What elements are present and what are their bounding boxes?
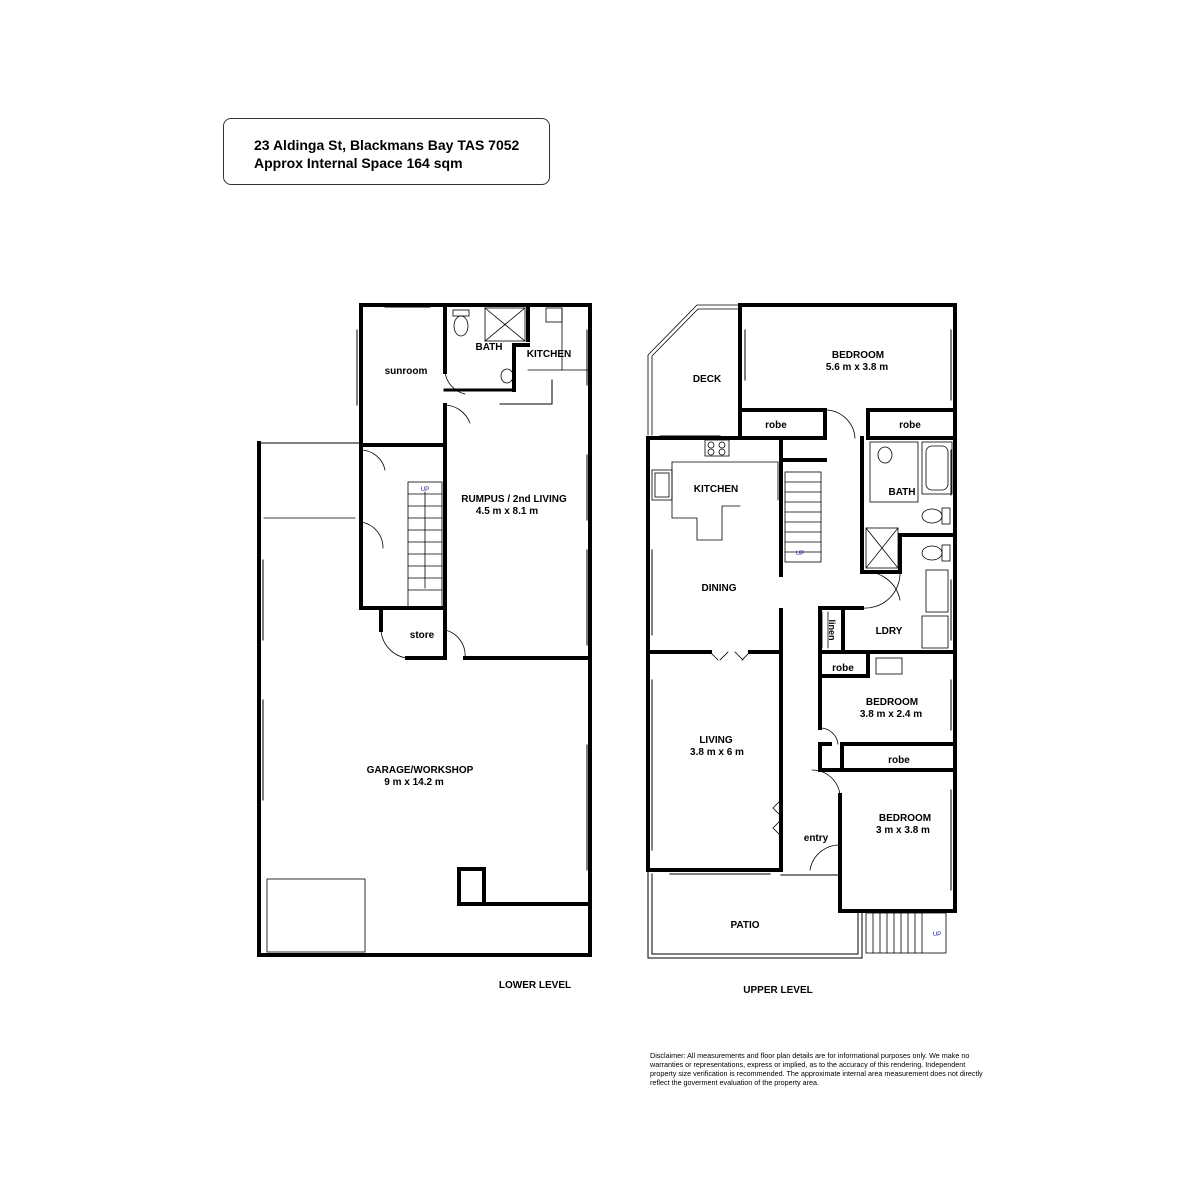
upper-level-walls [646, 303, 957, 959]
label-deck: DECK [693, 374, 722, 385]
address-box: 23 Aldinga St, Blackmans Bay TAS 7052 Ap… [223, 118, 550, 185]
lower-level-windows [262, 306, 588, 871]
label-patio: PATIO [730, 920, 759, 931]
label-laundry: LDRY [876, 626, 903, 637]
label-upper-bath: BATH [888, 487, 915, 498]
disclaimer-text: Disclaimer: All measurements and floor p… [650, 1051, 983, 1087]
label-upper-kitchen: KITCHEN [694, 484, 738, 495]
label-entry: entry [804, 833, 829, 844]
label-lower-level: LOWER LEVEL [499, 980, 571, 991]
label-living-size: 3.8 m x 6 m [690, 747, 744, 758]
label-lower-kitchen: KITCHEN [527, 349, 571, 360]
label-linen: linen [827, 619, 837, 640]
label-bedroom3-size: 3 m x 3.8 m [876, 825, 930, 836]
label-dining: DINING [702, 583, 737, 594]
label-bedroom3-name: BEDROOM [879, 813, 931, 824]
upper-misc [821, 611, 829, 649]
lower-level-walls [257, 303, 592, 957]
label-outside-stairs-up: UP [933, 932, 941, 938]
label-rumpus-name: RUMPUS / 2nd LIVING [461, 494, 567, 505]
label-upper-level: UPPER LEVEL [743, 985, 812, 996]
label-robe2: robe [899, 420, 921, 431]
label-garage-name: GARAGE/WORKSHOP [367, 765, 474, 776]
label-bedroom1-size: 5.6 m x 3.8 m [826, 362, 888, 373]
label-upper-stairs-up: UP [796, 551, 804, 557]
upper-fixtures [651, 439, 953, 675]
label-bedroom2-name: BEDROOM [866, 697, 918, 708]
outside-stairs [865, 912, 947, 954]
label-robe3: robe [832, 663, 854, 674]
internal-space-text: Approx Internal Space 164 sqm [254, 155, 463, 171]
label-rumpus-size: 4.5 m x 8.1 m [476, 506, 538, 517]
lower-doors [360, 371, 471, 659]
label-bedroom2-size: 3.8 m x 2.4 m [860, 709, 922, 720]
label-robe1: robe [765, 420, 787, 431]
lower-fixtures [452, 307, 591, 384]
lower-stairs [407, 481, 443, 608]
label-store: store [410, 630, 435, 641]
label-living-name: LIVING [699, 735, 733, 746]
label-sunroom: sunroom [385, 366, 428, 377]
label-bedroom1-name: BEDROOM [832, 350, 884, 361]
label-robe4: robe [888, 755, 910, 766]
label-lower-stairs-up: UP [421, 487, 429, 493]
upper-stairs [784, 471, 822, 563]
label-garage-size: 9 m x 14.2 m [384, 777, 444, 788]
upper-level-windows [651, 329, 952, 891]
upper-doors [709, 409, 901, 871]
label-lower-bath: BATH [475, 342, 502, 353]
address-text: 23 Aldinga St, Blackmans Bay TAS 7052 [254, 137, 520, 153]
